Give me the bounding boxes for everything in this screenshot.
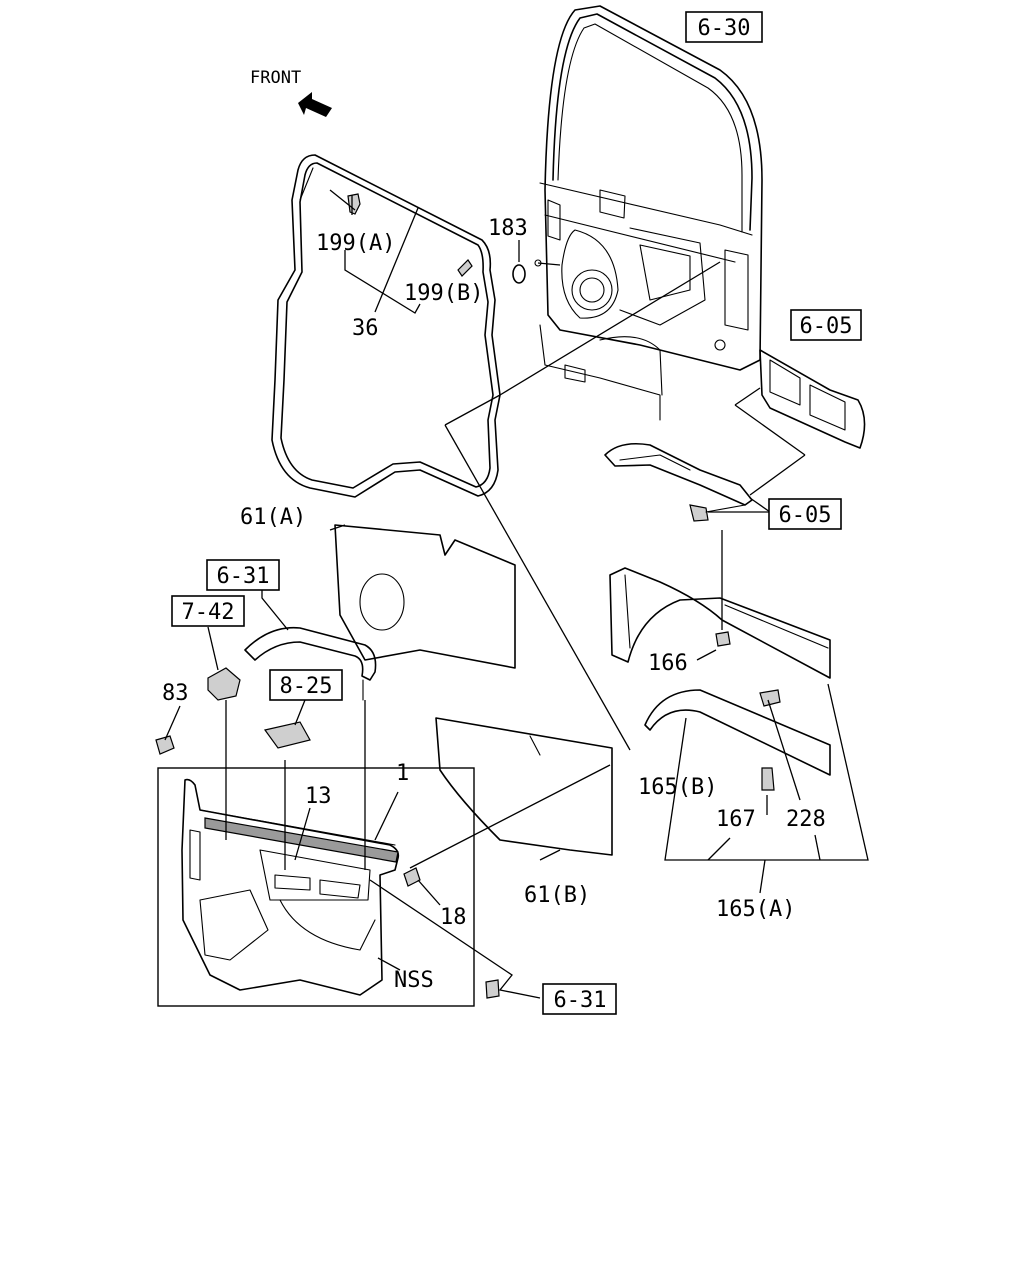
callout-18: 18	[440, 905, 467, 930]
ref-6-31-trim-label: 6-31	[554, 988, 607, 1013]
callout-165b: 165(B)	[638, 775, 717, 800]
callout-199b: 199(B)	[404, 281, 483, 306]
front-indicator: FRONT	[250, 68, 332, 117]
ref-6-31-handle[interactable]: 6-31	[206, 559, 280, 591]
ref-6-05-bracket[interactable]: 6-05	[768, 498, 842, 530]
ref-6-31-handle-label: 6-31	[217, 564, 270, 589]
rear-panel-illustration	[759, 349, 866, 449]
ref-7-42-label: 7-42	[182, 600, 235, 625]
weatherstrip-illustration	[271, 154, 501, 498]
screw-18-illustration	[403, 867, 421, 887]
front-label: FRONT	[250, 68, 301, 88]
callout-167: 167	[716, 807, 756, 832]
callout-199a: 199(A)	[316, 231, 395, 256]
door-frame-illustration	[534, 5, 763, 421]
ref-6-30[interactable]: 6-30	[685, 11, 763, 43]
callout-36: 36	[352, 316, 379, 341]
callout-labels: 199(A) 199(B) 36 183 61(A) 83 13 1 18 NS…	[162, 216, 826, 993]
callout-183: 183	[488, 216, 528, 241]
bracket-illustration	[604, 442, 753, 522]
insulator-a-illustration	[334, 524, 516, 669]
callout-13: 13	[305, 784, 332, 809]
callout-61b: 61(B)	[524, 883, 590, 908]
insulator-b-illustration	[435, 717, 613, 856]
ref-8-25-label: 8-25	[280, 674, 333, 699]
grab-handle-illustration	[244, 626, 377, 701]
callout-83: 83	[162, 681, 189, 706]
callout-nss: NSS	[394, 968, 434, 993]
ref-6-31-trim[interactable]: 6-31	[542, 983, 617, 1015]
grommet-183-illustration	[512, 264, 526, 284]
ref-7-42[interactable]: 7-42	[171, 595, 245, 627]
callout-228: 228	[786, 807, 826, 832]
trim-panel-box	[157, 767, 475, 1007]
ref-6-05-bracket-label: 6-05	[779, 503, 832, 528]
ref-6-30-label: 6-30	[698, 16, 751, 41]
callout-166: 166	[648, 651, 688, 676]
switch-illustration	[207, 667, 500, 999]
leader-lines	[164, 189, 869, 999]
front-arrow-icon	[298, 92, 332, 117]
trim-panel-illustration	[181, 778, 400, 996]
callout-165a: 165(A)	[716, 897, 795, 922]
ref-8-25[interactable]: 8-25	[269, 669, 343, 701]
ref-6-05-panel[interactable]: 6-05	[790, 309, 862, 341]
callout-61a: 61(A)	[240, 505, 306, 530]
garnish-illustration	[609, 567, 831, 679]
clip-199-illustration	[347, 193, 473, 277]
clip-83-illustration	[155, 735, 175, 755]
lower-molding-illustration	[644, 689, 831, 791]
callout-1: 1	[396, 761, 409, 786]
ref-6-05-panel-label: 6-05	[800, 314, 853, 339]
